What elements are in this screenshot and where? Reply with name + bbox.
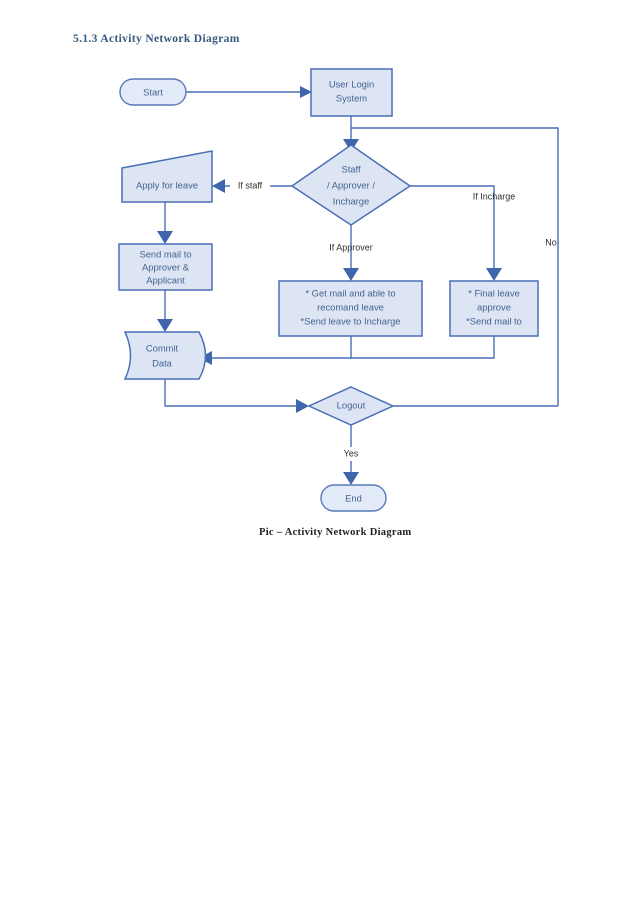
edge-apply-to-sendmail — [157, 202, 173, 244]
node-commit-data[interactable]: Commit Data — [123, 331, 207, 380]
node-user-login-system[interactable]: User Login System — [310, 68, 393, 117]
flowchart-canvas: If staff If Approver If Incharge — [118, 68, 559, 512]
edge-label-if-staff: If staff — [238, 180, 263, 190]
section-heading: 5.1.3 Activity Network Diagram — [73, 33, 240, 45]
edge-role-to-apply: If staff — [212, 179, 292, 193]
activity-network-diagram: If staff If Approver If Incharge — [0, 55, 638, 525]
node-logout-decision[interactable]: Logout — [307, 386, 395, 426]
node-end[interactable]: End — [320, 484, 387, 512]
edge-label-no: No — [545, 237, 557, 247]
node-logout-label: Logout — [337, 399, 366, 410]
node-approver-label-line3: *Send leave to Incharge — [300, 315, 400, 326]
node-start-label: Start — [143, 86, 163, 97]
node-approver-task[interactable]: * Get mail and able to recomand leave *S… — [278, 280, 423, 337]
edge-logout-to-login-no: No — [393, 237, 558, 407]
node-sendmail-label-line3: Applicant — [146, 274, 185, 285]
edge-logout-to-end: Yes — [334, 425, 368, 485]
node-sendmail-label-line1: Send mail to — [139, 248, 191, 259]
edge-rail-top — [351, 127, 559, 406]
edge-role-to-incharge: If Incharge — [410, 185, 516, 281]
edge-role-to-approver: If Approver — [329, 225, 373, 281]
edge-commit-to-logout — [164, 379, 309, 413]
node-approver-label-line1: * Get mail and able to — [305, 287, 395, 298]
node-incharge-task[interactable]: * Final leave approve *Send mail to — [449, 280, 539, 337]
edge-label-if-incharge: If Incharge — [473, 191, 516, 201]
node-incharge-label-line1: * Final leave — [468, 287, 520, 298]
node-approver-label-line2: recomand leave — [317, 301, 384, 312]
figure-caption: Pic – Activity Network Diagram — [259, 527, 412, 538]
node-incharge-label-line2: approve — [477, 301, 511, 312]
node-role-decision[interactable]: Staff / Approver / Incharge — [290, 144, 412, 226]
node-commit-label-line2: Data — [152, 357, 173, 368]
edge-label-yes: Yes — [344, 448, 359, 458]
edge-incharge-to-commit — [351, 336, 495, 359]
edge-label-if-approver: If Approver — [329, 242, 373, 252]
node-incharge-label-line3: *Send mail to — [466, 315, 522, 326]
edge-start-to-login — [186, 86, 312, 98]
node-start[interactable]: Start — [119, 78, 187, 106]
node-apply-label: Apply for leave — [136, 179, 198, 190]
node-apply-for-leave[interactable]: Apply for leave — [121, 150, 213, 203]
edge-approver-to-commit — [199, 336, 352, 365]
node-login-label-line2: System — [336, 92, 367, 103]
node-send-mail[interactable]: Send mail to Approver & Applicant — [118, 243, 213, 291]
node-role-label-line1: Staff — [341, 163, 361, 174]
edge-sendmail-to-commit — [157, 290, 173, 332]
node-role-label-line3: Incharge — [333, 195, 369, 206]
node-end-label: End — [345, 492, 362, 503]
node-login-label-line1: User Login — [329, 78, 374, 89]
node-commit-label-line1: Commit — [146, 342, 179, 353]
node-role-label-line2: / Approver / — [327, 179, 375, 190]
node-sendmail-label-line2: Approver & — [142, 261, 190, 272]
